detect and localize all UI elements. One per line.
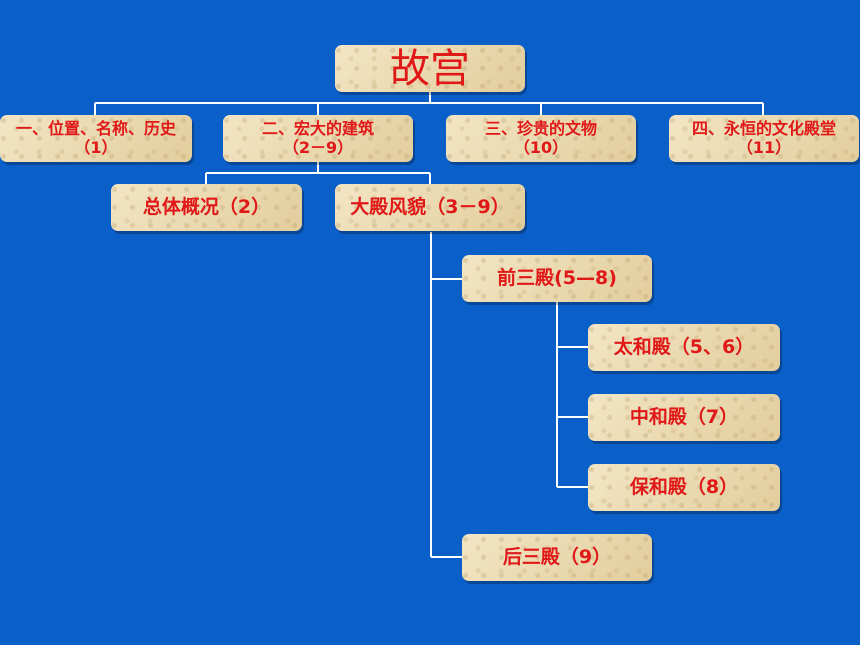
- level4-node-taihe: 太和殿（5、6）: [588, 324, 780, 371]
- level3-node-rear-halls: 后三殿（9）: [462, 534, 652, 581]
- level2-node-halls: 大殿风貌（3－9）: [335, 184, 525, 231]
- level1-node-relics: 三、珍贵的文物 （10）: [446, 115, 636, 162]
- level1-node-culture: 四、永恒的文化殿堂 （11）: [669, 115, 859, 162]
- level3-node-label: 前三殿(5—8): [497, 266, 617, 289]
- level2-node-label: 总体概况（2）: [142, 195, 271, 218]
- level1-node-line2: （2－9）: [282, 137, 354, 157]
- root-node: 故宫: [335, 45, 525, 92]
- level4-node-zhonghe: 中和殿（7）: [588, 394, 780, 441]
- level4-node-label: 中和殿（7）: [629, 405, 739, 428]
- level1-node-line1: 二、宏大的建筑: [261, 119, 374, 139]
- level1-node-history: 一、位置、名称、历史 （1）: [0, 115, 192, 162]
- level3-node-front-halls: 前三殿(5—8): [462, 255, 652, 302]
- level1-node-line2: （11）: [736, 137, 792, 157]
- level1-node-line2: （10）: [513, 137, 569, 157]
- level1-node-line1: 三、珍贵的文物: [484, 119, 597, 139]
- level1-node-line1: 一、位置、名称、历史: [15, 119, 176, 139]
- root-label: 故宫: [390, 45, 470, 92]
- level1-node-line2: （1）: [74, 137, 118, 157]
- level2-node-overview: 总体概况（2）: [111, 184, 302, 231]
- level1-node-line1: 四、永恒的文化殿堂: [691, 119, 836, 139]
- level4-node-label: 保和殿（8）: [629, 475, 739, 498]
- level4-node-baohe: 保和殿（8）: [588, 464, 780, 511]
- level2-node-label: 大殿风貌（3－9）: [350, 195, 510, 218]
- level4-node-label: 太和殿（5、6）: [613, 335, 755, 358]
- level1-node-architecture: 二、宏大的建筑 （2－9）: [223, 115, 413, 162]
- level3-node-label: 后三殿（9）: [502, 545, 612, 568]
